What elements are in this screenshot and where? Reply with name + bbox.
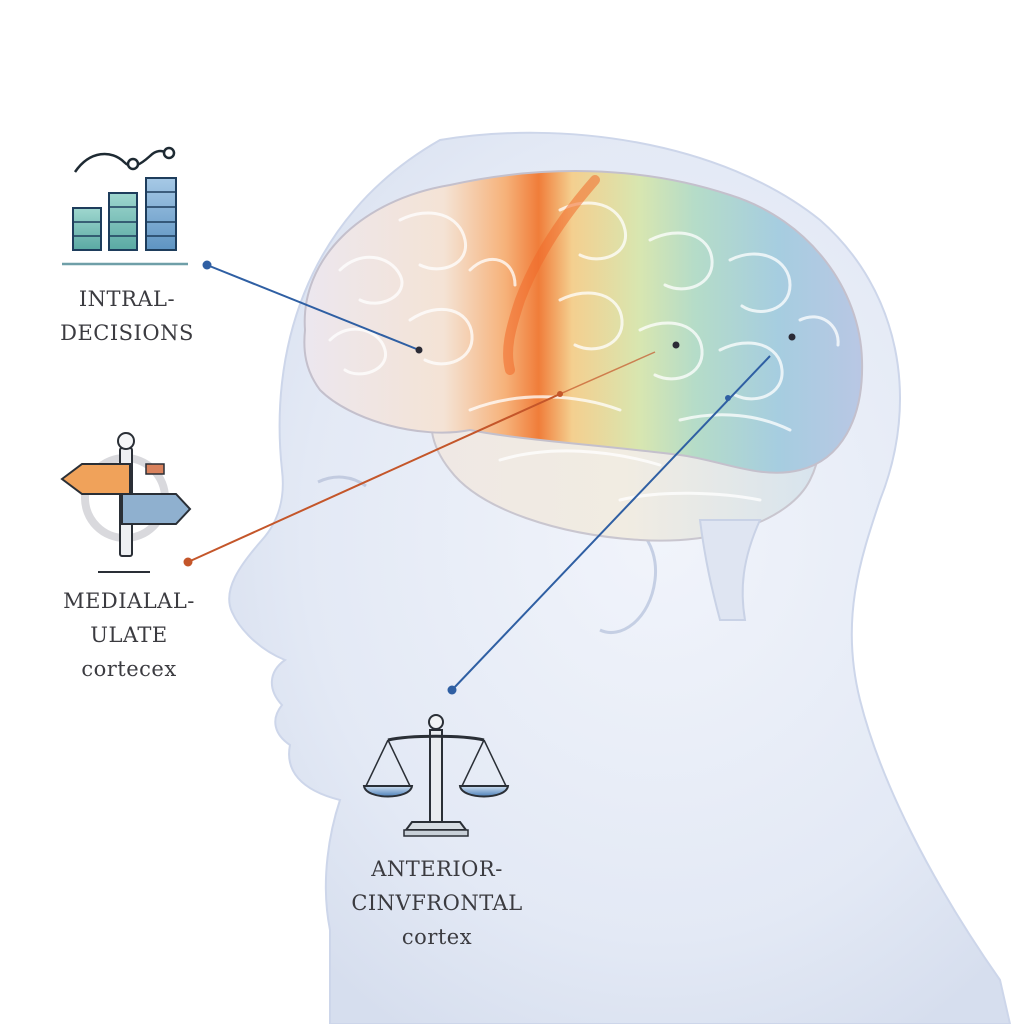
brainstem <box>698 519 762 621</box>
brain-cerebrum <box>303 170 864 474</box>
label-top-left-line2: DECISIONS <box>60 321 194 345</box>
label-bottom-line1: ANTERIOR- <box>371 857 503 881</box>
balance-scale-icon <box>362 714 510 837</box>
bar-chart-icon <box>62 146 188 266</box>
label-middle-left: MEDIALAL- ULATE cortecex <box>44 584 214 686</box>
signpost-icon <box>60 432 192 573</box>
label-bottom-line2: CINVFRONTAL <box>351 891 523 915</box>
label-bottom: ANTERIOR- CINVFRONTAL cortex <box>337 852 537 954</box>
label-middle-left-line3: cortecex <box>81 657 177 681</box>
label-bottom-line3: cortex <box>401 925 473 949</box>
label-top-left-line1: INTRAL- <box>78 287 176 311</box>
leader-lines <box>183 260 796 695</box>
leader-line-bottom <box>451 355 771 691</box>
leader-line-middle <box>187 393 561 563</box>
brain-gyri <box>328 201 840 502</box>
leader-line-top <box>206 264 420 351</box>
label-top-left: INTRAL- DECISIONS <box>52 282 202 350</box>
label-middle-left-line2: ULATE <box>90 623 168 647</box>
label-middle-left-line1: MEDIALAL- <box>63 589 195 613</box>
central-sulcus <box>503 175 600 375</box>
